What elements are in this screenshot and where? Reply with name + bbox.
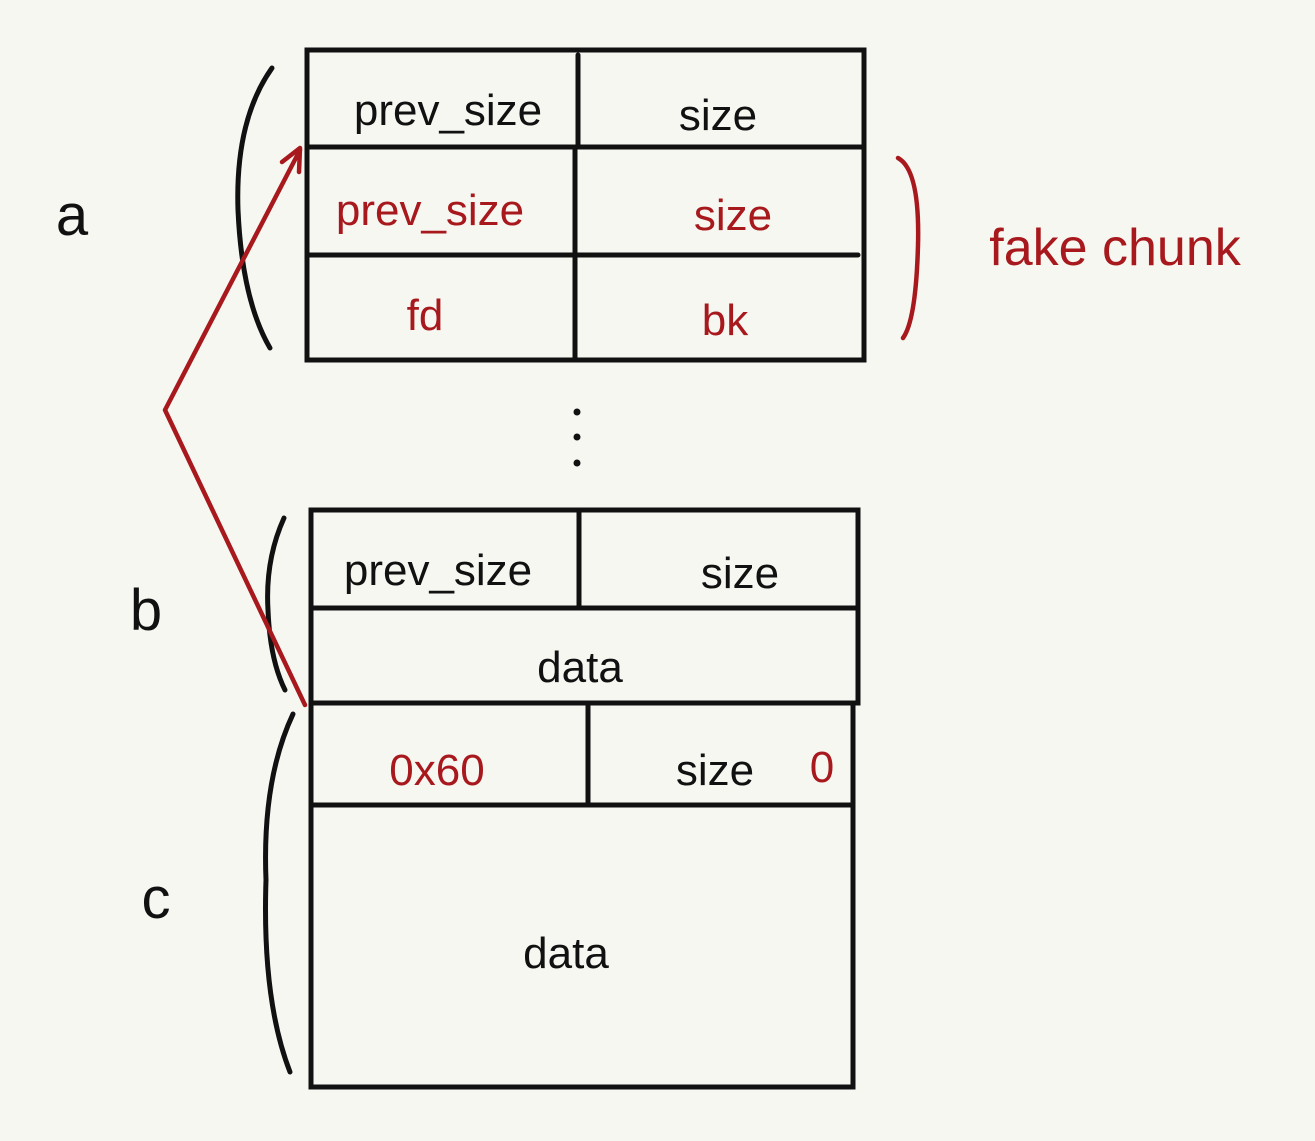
chunk-c: 0x60 size 0 data <box>308 700 856 1090</box>
fake-fd: fd <box>407 291 444 340</box>
chunk-c-data: data <box>523 929 609 978</box>
chunk-b-size: size <box>701 549 779 598</box>
chunk-b-prev-size: prev_size <box>344 546 532 595</box>
label-c: c <box>142 866 171 931</box>
fake-chunk-label: fake chunk <box>989 219 1241 277</box>
chunk-c-box <box>308 700 856 1090</box>
fake-prev-size: prev_size <box>336 186 524 235</box>
chunk-c-prev-inuse-flag: 0 <box>810 743 834 792</box>
fake-bk: bk <box>702 296 749 345</box>
chunk-a-bracket <box>235 65 275 351</box>
chunk-b-data: data <box>537 643 623 692</box>
chunk-c-size: size <box>676 746 754 795</box>
chunk-a-box <box>304 47 867 363</box>
chunk-b: prev_size size data <box>308 507 861 706</box>
fake-chunk-pointer-arrow <box>162 147 308 708</box>
chunk-b-bracket <box>265 515 288 693</box>
chunk-a: prev_size size prev_size size fd bk <box>304 47 867 363</box>
label-a: a <box>56 183 89 248</box>
chunk-c-prev-size: 0x60 <box>389 746 484 795</box>
ellipsis-dots <box>573 408 581 467</box>
arrowhead-icon <box>279 145 303 175</box>
chunk-a-prev-size: prev_size <box>354 86 542 135</box>
label-b: b <box>130 578 162 643</box>
fake-size: size <box>694 191 772 240</box>
chunk-a-size: size <box>679 91 757 140</box>
fake-chunk-brace <box>895 155 921 341</box>
chunk-c-bracket <box>263 711 296 1075</box>
